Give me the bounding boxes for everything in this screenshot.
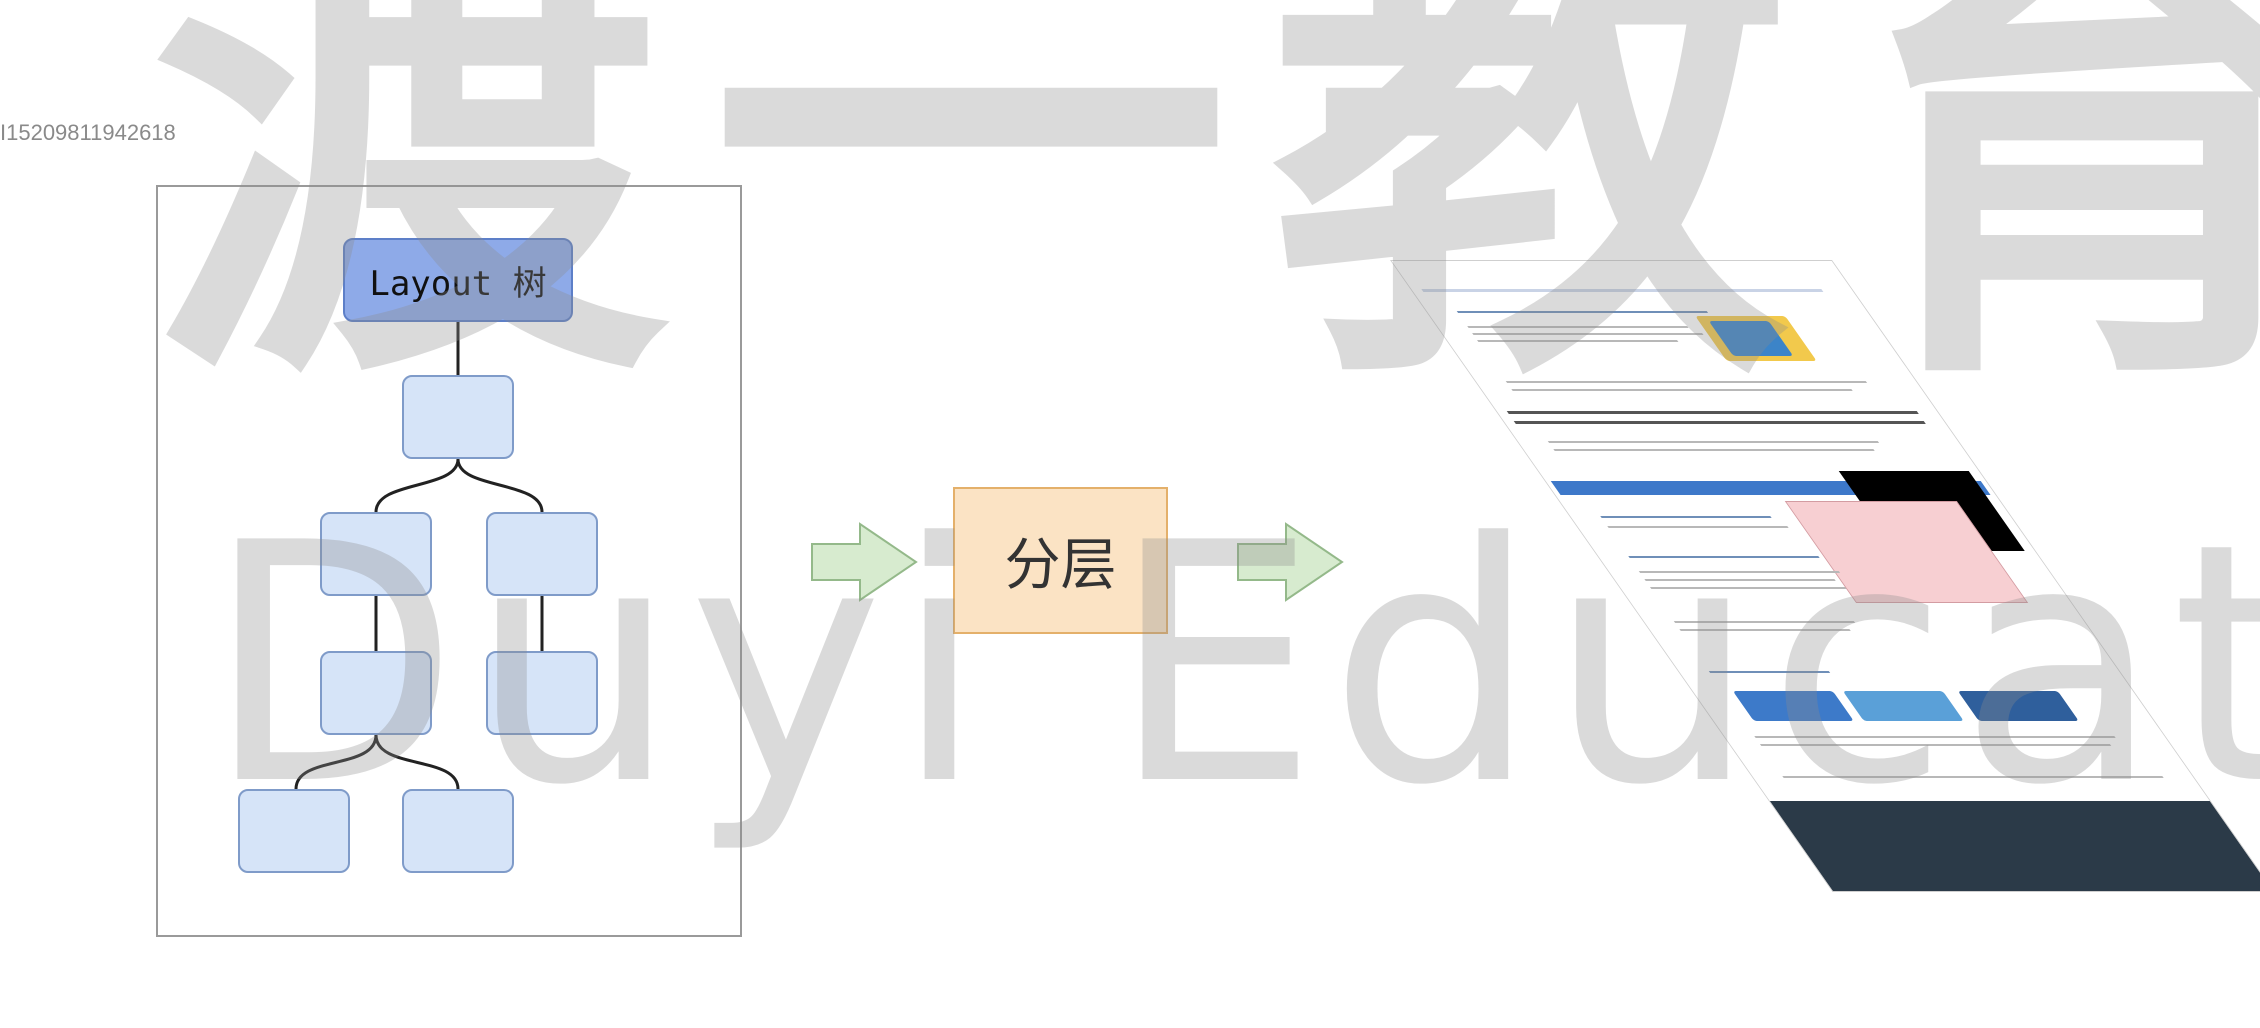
watermark-id: I15209811942618 — [0, 120, 176, 145]
layering-label: 分层 — [1004, 533, 1117, 598]
tree-node — [320, 651, 432, 735]
tree-edge — [374, 458, 460, 513]
tree-node — [486, 651, 598, 735]
tree-edge — [374, 734, 460, 790]
tree-node — [486, 512, 598, 596]
tree-node — [402, 375, 514, 459]
layout-tree-root: Layout 树 — [343, 238, 573, 322]
tree-edge — [456, 458, 544, 513]
tree-node — [238, 789, 350, 873]
layering-step-box: 分层 — [953, 487, 1168, 634]
layered-page-illustration — [1240, 260, 2260, 900]
tree-node — [402, 789, 514, 873]
arrow-right-icon — [811, 522, 918, 602]
layered-page-image — [1390, 260, 2260, 892]
root-label: Layout 树 — [369, 263, 547, 304]
tree-node — [320, 512, 432, 596]
arrow-right-icon — [1237, 522, 1344, 602]
tree-edge — [294, 734, 378, 790]
